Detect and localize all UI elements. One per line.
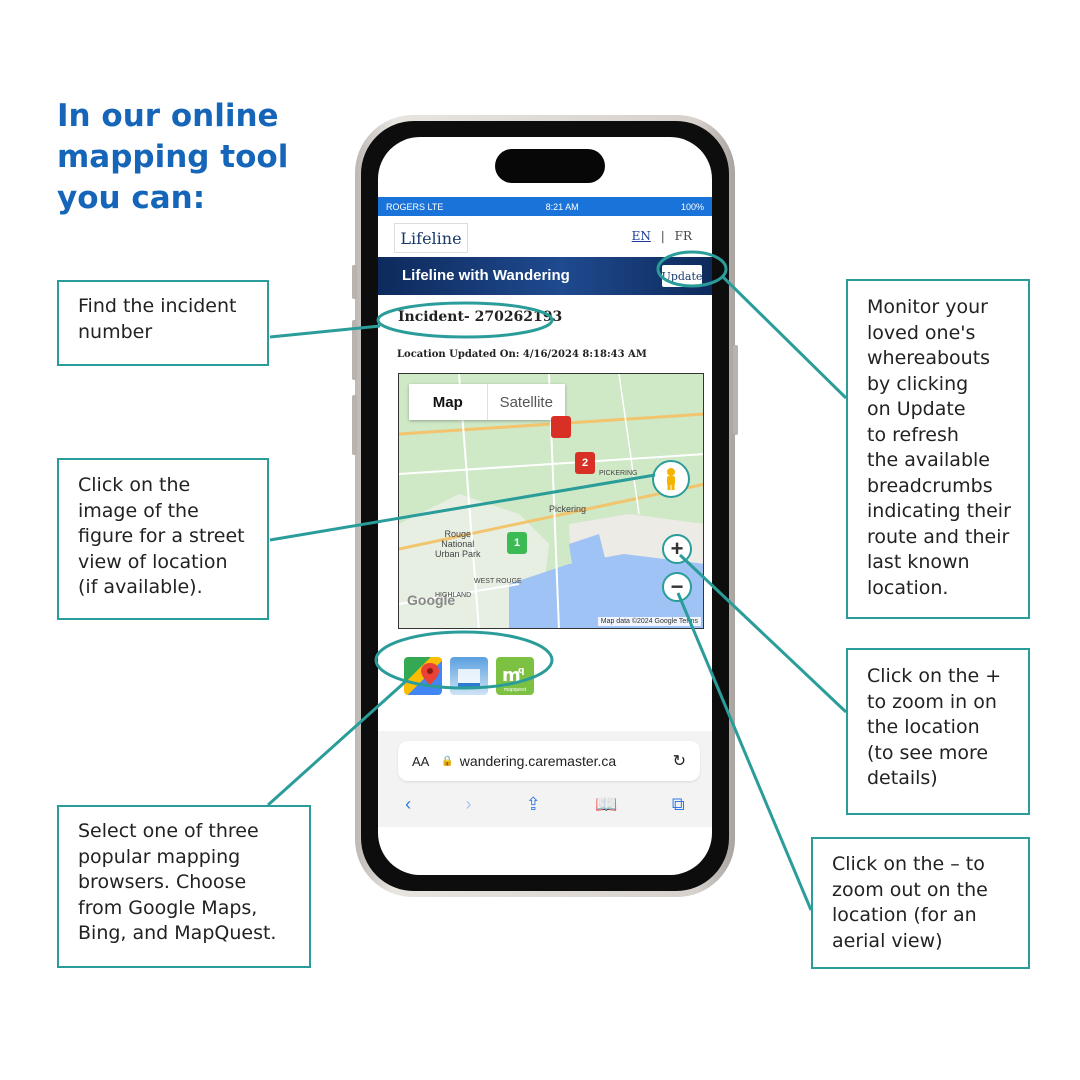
callout-zoom-out-text: Click on the – to zoom out on the locati…: [832, 853, 988, 952]
headline: In our online mapping tool you can:: [57, 98, 289, 216]
browser-nav: ‹ › ⇪ 📖 ⧉: [378, 789, 712, 819]
breadcrumb-pin-green[interactable]: 1: [507, 532, 527, 554]
safari-toolbar: AA 🔒 wandering.caremaster.ca ↻ ‹ › ⇪ 📖 ⧉: [378, 731, 712, 827]
logo-text: Lifeline: [400, 228, 462, 248]
banner-title: Lifeline with Wandering: [402, 267, 570, 284]
map-label: PICKERING: [599, 470, 638, 477]
tabs-icon[interactable]: ⧉: [671, 793, 685, 814]
callout-update: Monitor your loved one's whereabouts by …: [846, 279, 1030, 619]
tab-map[interactable]: Map: [432, 393, 463, 411]
forward-icon[interactable]: ›: [465, 793, 472, 814]
map-label: WEST ROUGE: [474, 578, 522, 585]
lock-icon: 🔒: [441, 755, 454, 767]
url-text[interactable]: wandering.caremaster.ca: [459, 753, 617, 769]
phone-frame: ROGERS LTE 8:21 AM 100% Lifeline EN | FR…: [352, 115, 738, 897]
dynamic-island: [495, 149, 605, 183]
lang-separator: |: [660, 229, 665, 243]
map-type-tabs: Map Satellite: [409, 384, 565, 420]
location-updated: Location Updated On: 4/16/2024 8:18:43 A…: [397, 349, 647, 360]
map-attribution[interactable]: Map data ©2024 Google Terms: [597, 617, 701, 626]
callout-browsers: Select one of three popular mapping brow…: [57, 805, 311, 968]
phone-side-button: [352, 320, 357, 380]
map-label: Rouge National Urban Park: [435, 529, 481, 559]
bing-maps-icon[interactable]: [450, 657, 488, 695]
reader-aa-button[interactable]: AA: [412, 753, 430, 769]
map-label: HIGHLAND: [435, 592, 472, 599]
google-maps-icon[interactable]: [404, 657, 442, 695]
back-icon[interactable]: ‹: [405, 793, 412, 814]
lifeline-logo[interactable]: Lifeline: [394, 223, 468, 253]
phone-screen: ROGERS LTE 8:21 AM 100% Lifeline EN | FR…: [378, 137, 712, 875]
reload-icon[interactable]: ↻: [672, 753, 686, 770]
lang-fr-link[interactable]: FR: [674, 229, 692, 243]
language-switch: EN | FR: [632, 229, 692, 243]
site-header: Lifeline EN | FR: [378, 217, 712, 255]
status-bar: ROGERS LTE 8:21 AM 100%: [378, 197, 712, 216]
tab-satellite[interactable]: Satellite: [486, 384, 566, 420]
incident-number: Incident- 270262193: [398, 309, 563, 325]
zoom-out-icon[interactable]: −: [662, 572, 692, 602]
callout-figure-text: Click on the image of the figure for a s…: [78, 474, 245, 598]
update-button[interactable]: Update: [662, 265, 702, 287]
callout-update-text: Monitor your loved one's whereabouts by …: [867, 296, 1011, 599]
lang-en-link[interactable]: EN: [631, 229, 651, 243]
breadcrumb-pin-red[interactable]: 2: [575, 452, 595, 474]
map-view[interactable]: Map Satellite 2 1 Pickering PICKERING Ro…: [398, 373, 704, 629]
carrier-text: ROGERS LTE: [386, 201, 444, 212]
page-banner: Lifeline with Wandering Update: [378, 257, 712, 295]
callout-browsers-text: Select one of three popular mapping brow…: [78, 820, 277, 944]
mapquest-text: mapquest: [504, 687, 526, 693]
battery-text: 100%: [680, 201, 704, 212]
callout-figure: Click on the image of the figure for a s…: [57, 458, 269, 620]
svg-text:q: q: [518, 666, 524, 676]
pegman-icon[interactable]: [652, 460, 690, 498]
callout-incident-text: Find the incident number: [78, 295, 237, 343]
connector-update: [720, 274, 848, 400]
phone-side-button: [352, 265, 357, 299]
callout-zoom-in-text: Click on the + to zoom in on the locatio…: [867, 665, 1002, 789]
zoom-in-icon[interactable]: +: [662, 534, 692, 564]
callout-zoom-in: Click on the + to zoom in on the locatio…: [846, 648, 1030, 815]
callout-incident: Find the incident number: [57, 280, 269, 366]
google-logo: Google: [407, 592, 456, 608]
map-label: Pickering: [549, 504, 587, 514]
phone-side-button: [352, 395, 357, 455]
share-icon[interactable]: ⇪: [525, 793, 541, 814]
phone-bezel: ROGERS LTE 8:21 AM 100% Lifeline EN | FR…: [361, 121, 729, 891]
callout-zoom-out: Click on the – to zoom out on the locati…: [811, 837, 1030, 969]
bookmarks-icon[interactable]: 📖: [595, 793, 618, 814]
clock-text: 8:21 AM: [545, 201, 579, 212]
address-bar[interactable]: AA 🔒 wandering.caremaster.ca ↻: [398, 741, 700, 781]
phone-side-button: [733, 345, 738, 435]
breadcrumb-pin-red[interactable]: [551, 416, 571, 438]
